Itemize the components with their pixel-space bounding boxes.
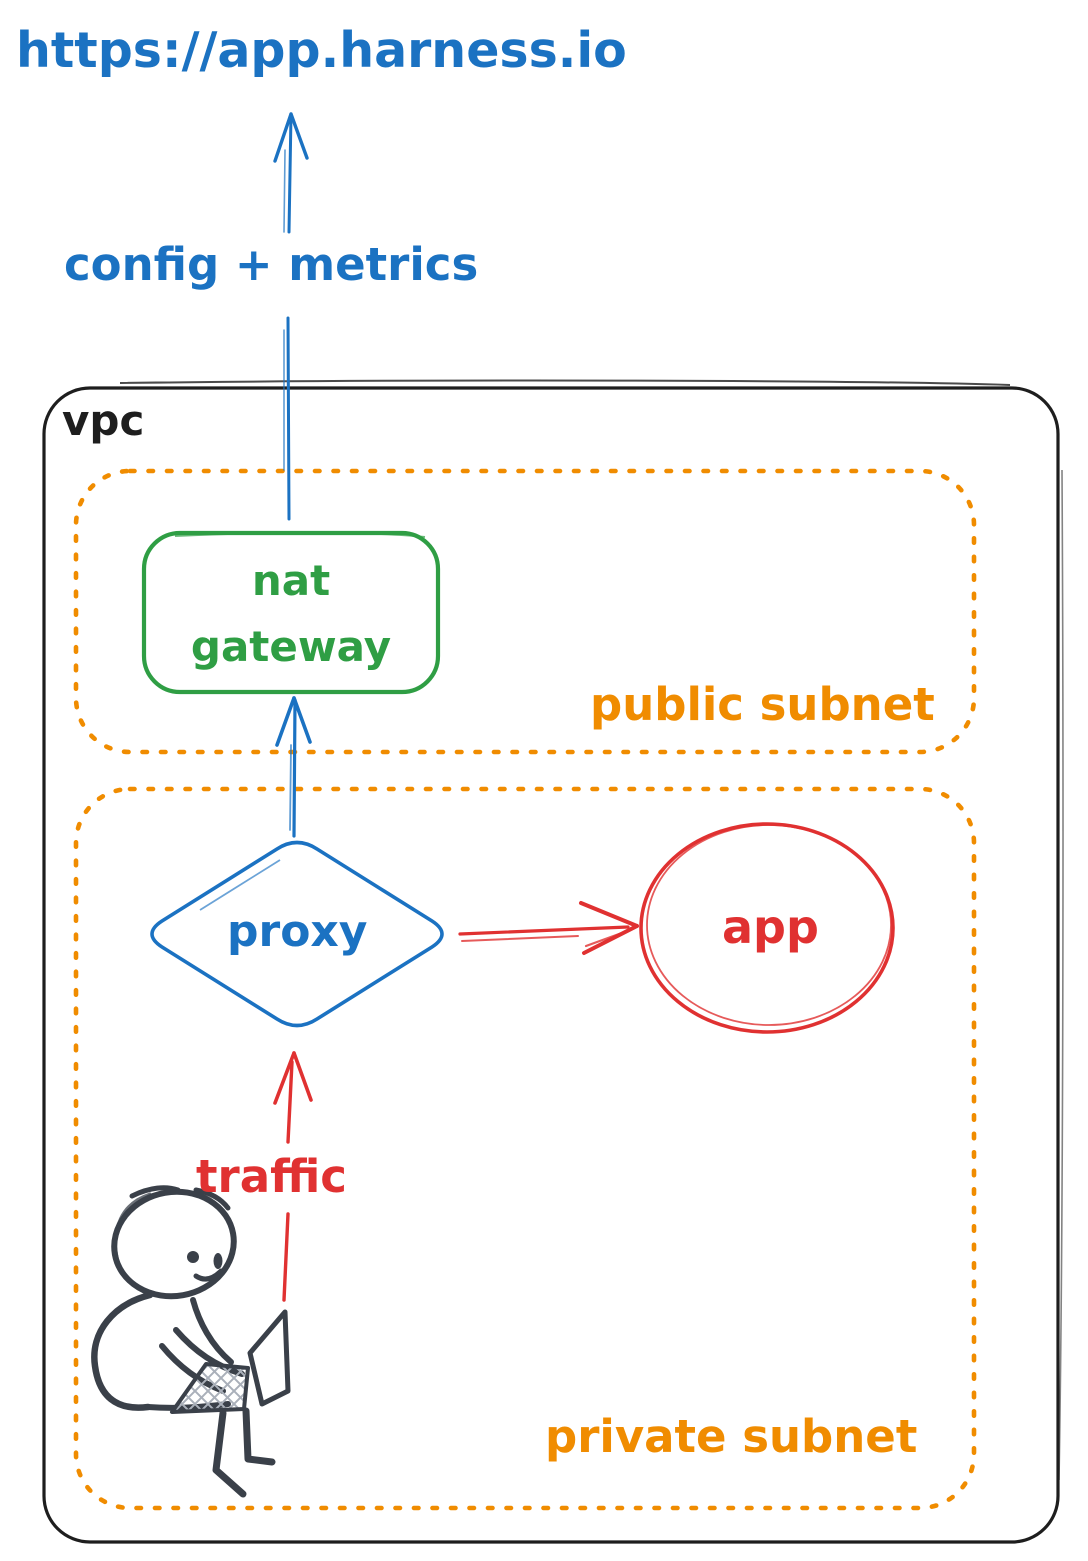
laptop-keyboard-icon: [170, 1362, 250, 1414]
nat-gateway-box: [141, 530, 441, 695]
public-subnet-box: [73, 468, 977, 755]
person-eye: [187, 1251, 199, 1263]
public-subnet-label: public subnet: [590, 678, 935, 731]
proxy-diamond: [150, 840, 444, 1028]
nat-to-internet-arrow: [273, 112, 309, 521]
laptop-screen-icon: [247, 1309, 291, 1407]
vpc-label: vpc: [62, 396, 145, 445]
arrow-up-icon: [273, 1051, 313, 1105]
nat-gateway-label-line1: nat: [251, 556, 331, 605]
app-label: app: [722, 900, 819, 954]
person-body: [91, 1291, 154, 1411]
person-smile: [193, 1268, 224, 1282]
person-head: [111, 1188, 237, 1300]
traffic-arrow: [273, 1051, 313, 1302]
proxy-label: proxy: [227, 906, 368, 957]
external-url-label: https://app.harness.io: [16, 22, 627, 79]
proxy-to-app-arrow: [458, 901, 639, 955]
person-figure: [91, 1185, 291, 1498]
app-circle: [639, 822, 895, 1034]
nat-gateway-label: nat gateway: [144, 548, 438, 680]
person-leg-back: [242, 1407, 276, 1466]
arrow-up-icon: [273, 112, 309, 163]
person-leg-front: [212, 1409, 247, 1498]
traffic-label: traffic: [196, 1150, 347, 1203]
nat-gateway-label-line2: gateway: [190, 622, 392, 671]
arrow-up-icon: [275, 696, 312, 747]
person-chest: [190, 1297, 234, 1365]
person-hair: [129, 1185, 231, 1211]
proxy-to-nat-arrow: [275, 696, 312, 838]
private-subnet-label: private subnet: [545, 1410, 918, 1463]
config-metrics-label: config + metrics: [64, 238, 479, 291]
person-ear: [213, 1253, 223, 1269]
private-subnet-box: [73, 786, 977, 1511]
vpc-box: [42, 379, 1064, 1544]
